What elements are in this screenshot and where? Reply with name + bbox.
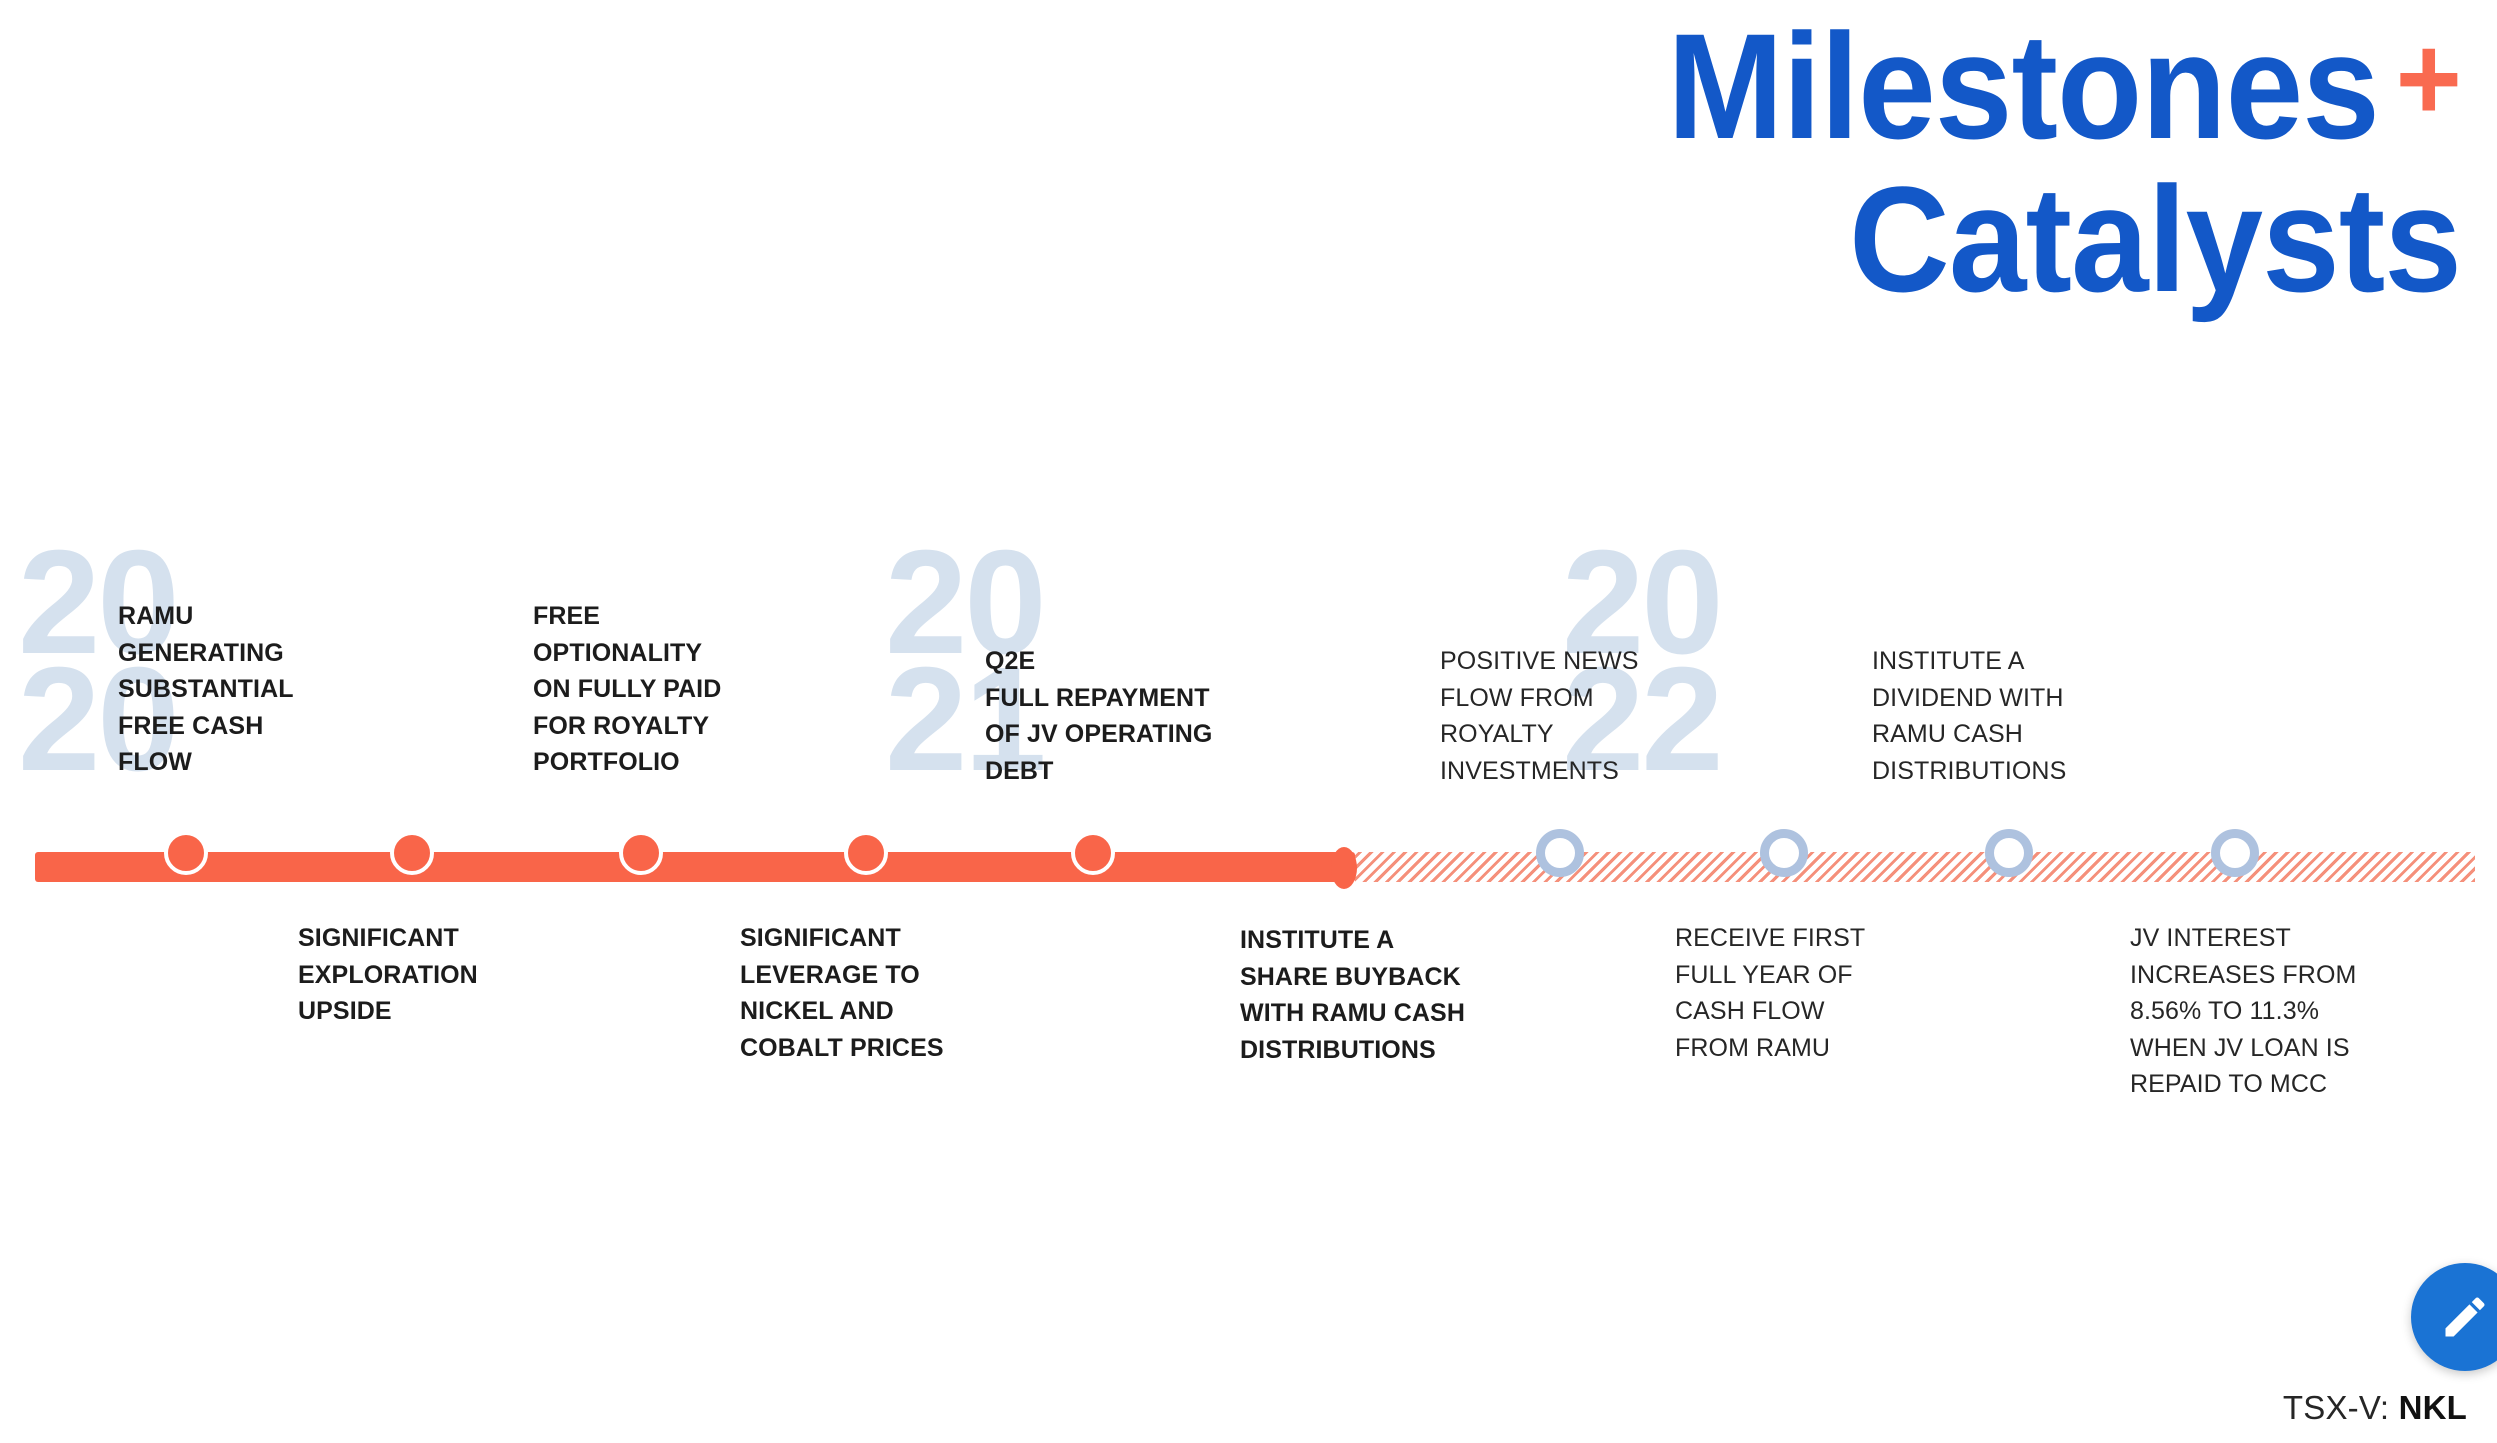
edit-fab-button[interactable] — [2411, 1263, 2497, 1371]
year-2021-top: 20 — [885, 520, 1047, 685]
title-line-1: Milestones+ — [1252, 10, 2462, 163]
exchange-label: TSX-V: — [2282, 1389, 2390, 1426]
milestone-line: ROYALTY — [1440, 720, 1554, 748]
milestone-line: GENERATING — [118, 638, 284, 667]
milestone-line: WHEN JV LOAN IS — [2130, 1033, 2350, 1062]
ticker-label: TSX-V: NKL — [2283, 1389, 2467, 1427]
milestone-line: DISTRIBUTIONS — [1872, 756, 2067, 785]
milestone-line: RECEIVE FIRST — [1675, 924, 1866, 952]
timeline-node-dividend-ramu-cash[interactable] — [1985, 829, 2033, 877]
timeline-node-transition-cap[interactable] — [1331, 847, 1357, 889]
milestone-first-full-year-cash-flow: RECEIVE FIRST FULL YEAR OF CASH FLOW FRO… — [1675, 920, 1865, 1066]
year-2020-bottom: 20 — [18, 636, 180, 802]
milestone-ramu-free-cash-flow: RAMU GENERATING SUBSTANTIAL FREE CASH FL… — [118, 598, 294, 781]
timeline-node-nickel-cobalt-leverage[interactable] — [619, 831, 663, 875]
milestone-line: FULL REPAYMENT — [985, 683, 1210, 712]
milestone-line: FOR ROYALTY — [533, 711, 710, 740]
milestone-jv-debt-repayment: Q2E FULL REPAYMENT OF JV OPERATING DEBT — [985, 643, 1212, 789]
milestone-line: COBALT PRICES — [740, 1033, 944, 1062]
milestone-exploration-upside: SIGNIFICANT EXPLORATION UPSIDE — [298, 920, 478, 1030]
year-2020-top: 20 — [18, 520, 180, 685]
milestone-line: SIGNIFICANT — [740, 924, 901, 952]
milestone-line: DIVIDEND WITH — [1872, 683, 2064, 712]
milestone-jv-interest-increase: JV INTEREST INCREASES FROM 8.56% TO 11.3… — [2130, 920, 2356, 1103]
timeline-node-royalty-optionality[interactable] — [390, 831, 434, 875]
timeline-segment-future — [1355, 852, 2475, 882]
milestone-line: FULL YEAR OF — [1675, 960, 1853, 989]
milestone-line: REPAID TO MCC — [2130, 1070, 2328, 1098]
milestone-line: INSTITUTE A — [1872, 647, 2025, 675]
milestone-line: WITH RAMU CASH — [1240, 999, 1465, 1027]
title-text-milestones: Milestones — [1667, 2, 2380, 170]
milestone-royalty-portfolio-optionality: FREE OPTIONALITY ON FULLY PAID FOR ROYAL… — [533, 598, 721, 781]
milestone-line: RAMU — [118, 602, 194, 630]
page-title: Milestones+ Catalysts — [1252, 10, 2462, 323]
milestone-line: SUBSTANTIAL — [118, 675, 294, 703]
timeline-node-jv-debt-repayment[interactable] — [844, 831, 888, 875]
milestone-line: PORTFOLIO — [533, 748, 680, 776]
milestone-royalty-news-flow: POSITIVE NEWS FLOW FROM ROYALTY INVESTME… — [1440, 643, 1639, 789]
timeline-track — [0, 829, 2497, 889]
year-watermark-2022: 20 22 — [1562, 520, 1724, 802]
milestone-line: DISTRIBUTIONS — [1240, 1035, 1436, 1064]
timeline-node-exploration-upside[interactable] — [164, 831, 208, 875]
milestone-nickel-cobalt-leverage: SIGNIFICANT LEVERAGE TO NICKEL AND COBAL… — [740, 920, 944, 1066]
milestone-line: FROM RAMU — [1675, 1033, 1831, 1062]
milestone-line: SIGNIFICANT — [298, 924, 459, 952]
milestone-line: 8.56% TO 11.3% — [2130, 997, 2320, 1025]
timeline-node-first-full-year-cash-flow[interactable] — [1760, 829, 1808, 877]
milestone-line: EXPLORATION — [298, 960, 478, 989]
year-2022-bottom: 22 — [1562, 636, 1724, 802]
ticker-symbol: NKL — [2398, 1389, 2467, 1426]
timeline-node-share-buyback[interactable] — [1071, 831, 1115, 875]
timeline-segment-completed — [35, 852, 1355, 882]
milestone-line: JV INTEREST — [2130, 924, 2291, 952]
milestone-line: INCREASES FROM — [2130, 960, 2357, 989]
pencil-edit-icon — [2445, 1297, 2485, 1337]
milestone-line: RAMU CASH — [1872, 720, 2023, 748]
milestone-line: SHARE BUYBACK — [1240, 962, 1461, 991]
year-watermark-2021: 20 21 — [885, 520, 1047, 802]
milestone-dividend-ramu-cash: INSTITUTE A DIVIDEND WITH RAMU CASH DIST… — [1872, 643, 2066, 789]
year-2022-top: 20 — [1562, 520, 1724, 685]
milestone-line: NICKEL AND — [740, 997, 894, 1025]
timeline-node-jv-interest-increase[interactable] — [2211, 829, 2259, 877]
milestone-line: DEBT — [985, 756, 1054, 785]
milestone-line: Q2E — [985, 647, 1036, 675]
timeline-node-royalty-news-flow[interactable] — [1536, 829, 1584, 877]
milestone-line: OPTIONALITY — [533, 638, 703, 667]
milestone-line: FREE CASH — [118, 711, 264, 740]
plus-icon: + — [2395, 10, 2462, 146]
title-line-2: Catalysts — [1849, 155, 2462, 323]
milestone-line: FLOW FROM — [1440, 683, 1594, 712]
milestone-line: CASH FLOW — [1675, 997, 1825, 1025]
milestone-line: INSTITUTE A — [1240, 926, 1395, 954]
milestone-line: UPSIDE — [298, 997, 392, 1025]
year-2021-bottom: 21 — [885, 636, 1047, 802]
year-watermark-2020: 20 20 — [18, 520, 180, 802]
milestone-line: POSITIVE NEWS — [1440, 647, 1639, 675]
milestone-line: FLOW — [118, 748, 192, 776]
milestone-line: FREE — [533, 602, 601, 630]
milestone-share-buyback: INSTITUTE A SHARE BUYBACK WITH RAMU CASH… — [1240, 922, 1465, 1068]
milestone-line: OF JV OPERATING — [985, 720, 1213, 748]
milestone-line: LEVERAGE TO — [740, 960, 920, 989]
milestone-line: INVESTMENTS — [1440, 756, 1619, 785]
milestone-line: ON FULLY PAID — [533, 675, 722, 703]
